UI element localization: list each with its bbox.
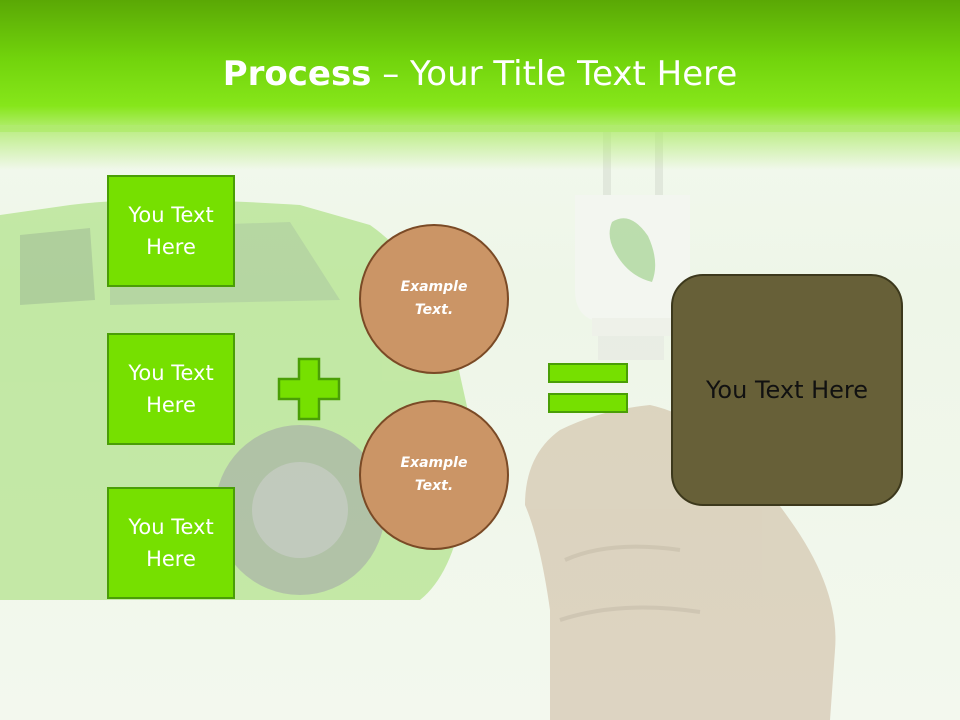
header-band (0, 0, 960, 132)
plus-icon (277, 357, 341, 421)
title-rest: – Your Title Text Here (371, 54, 738, 94)
plug-illustration (575, 130, 690, 360)
equals-bar-top (548, 363, 628, 383)
equals-bar-bottom (548, 393, 628, 413)
circle-1: Example Text. (359, 224, 509, 374)
slide-title: Process – Your Title Text Here (0, 52, 960, 96)
text-box-3: You Text Here (107, 487, 235, 599)
result-box: You Text Here (671, 274, 903, 506)
header-fade (0, 125, 960, 170)
circle-2: Example Text. (359, 400, 509, 550)
text-box-1: You Text Here (107, 175, 235, 287)
title-bold: Process (222, 54, 372, 94)
text-box-2: You Text Here (107, 333, 235, 445)
